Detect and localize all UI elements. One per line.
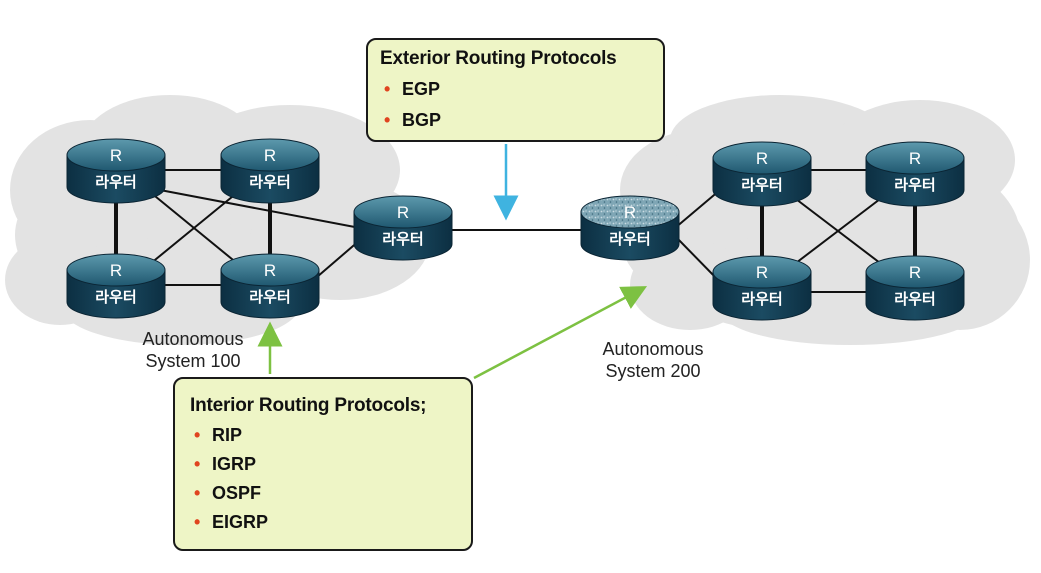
interior-title: Interior Routing Protocols; (190, 395, 427, 416)
bullet-icon: • (384, 110, 391, 130)
router-name: 라우터 (95, 288, 136, 306)
router-symbol: R (264, 261, 276, 280)
router-name: 라우터 (382, 230, 423, 248)
router-symbol: R (756, 149, 768, 168)
interior-list: •RIP •IGRP •OSPF •EIGRP (190, 421, 471, 537)
router-symbol: R (756, 263, 768, 282)
as200-router-1: R 라우터 (712, 141, 812, 207)
router-symbol: R (110, 146, 122, 165)
router-symbol: R (909, 263, 921, 282)
interior-item-rip: •RIP (190, 421, 471, 450)
router-name: 라우터 (894, 290, 935, 308)
router-name: 라우터 (741, 176, 782, 194)
interior-arrow-right (473, 286, 648, 380)
interior-item-igrp: •IGRP (190, 450, 471, 479)
bullet-icon: • (384, 79, 391, 99)
as200-router-3: R 라우터 (712, 255, 812, 321)
router-symbol: R (397, 203, 409, 222)
interior-item-eigrp: •EIGRP (190, 508, 471, 537)
border-router-as200: R 라우터 (580, 195, 680, 261)
bullet-icon: • (194, 454, 201, 474)
bullet-icon: • (194, 483, 201, 503)
router-name: 라우터 (249, 173, 290, 191)
router-name: 라우터 (609, 230, 650, 248)
as100-router-3: R 라우터 (66, 253, 166, 319)
links-as200 (674, 169, 917, 293)
exterior-item-egp: •EGP (380, 74, 663, 105)
as100-label: Autonomous System 100 (142, 329, 244, 371)
router-symbol: R (264, 146, 276, 165)
as100-router-4: R 라우터 (220, 253, 320, 319)
router-name: 라우터 (95, 173, 136, 191)
as100-router-1: R 라우터 (66, 138, 166, 204)
exterior-list: •EGP •BGP (380, 74, 663, 136)
router-name: 라우터 (741, 290, 782, 308)
router-symbol: R (624, 203, 636, 222)
as200-router-2: R 라우터 (865, 141, 965, 207)
interior-protocols-callout: Interior Routing Protocols; •RIP •IGRP •… (173, 377, 473, 551)
router-name: 라우터 (249, 288, 290, 306)
interior-item-ospf: •OSPF (190, 479, 471, 508)
bullet-icon: • (194, 425, 201, 445)
exterior-protocols-callout: Exterior Routing Protocols •EGP •BGP (366, 38, 665, 142)
exterior-item-bgp: •BGP (380, 105, 663, 136)
router-name: 라우터 (894, 176, 935, 194)
as200-router-4: R 라우터 (865, 255, 965, 321)
exterior-title: Exterior Routing Protocols (380, 48, 617, 69)
router-symbol: R (909, 149, 921, 168)
router-symbol: R (110, 261, 122, 280)
border-router-as100: R 라우터 (353, 195, 453, 261)
bullet-icon: • (194, 512, 201, 532)
as200-label: Autonomous System 200 (602, 339, 704, 381)
as100-router-2: R 라우터 (220, 138, 320, 204)
